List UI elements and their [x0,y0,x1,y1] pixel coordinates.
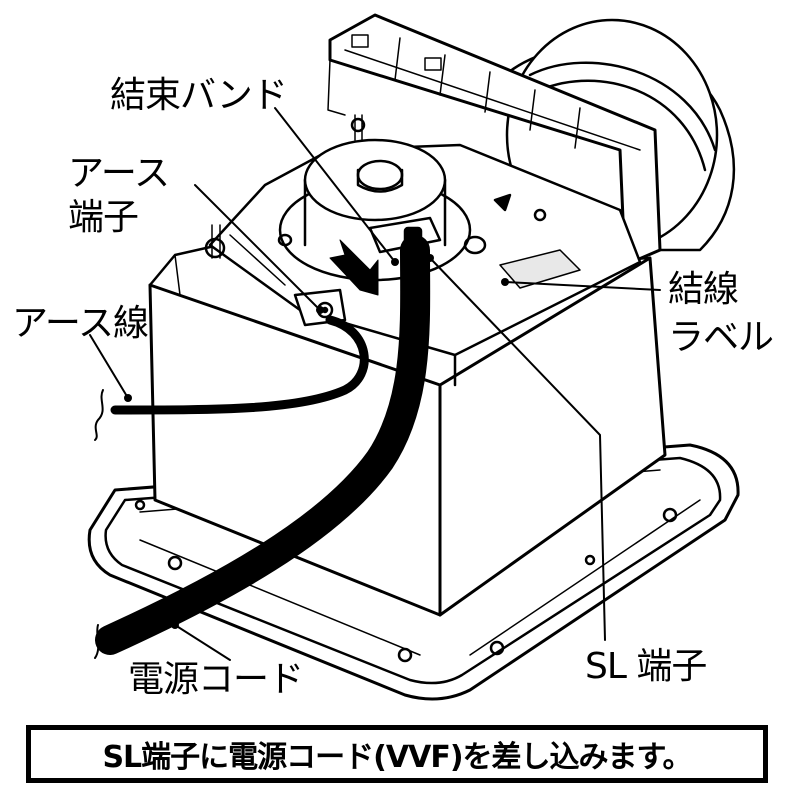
power-cord-end [94,624,100,659]
wiring-label-plate [493,193,581,289]
earth-wire-label: アース線 [12,303,149,344]
instruction-caption-box: SL端子に電源コード(VVF)を差し込みます。 [26,725,768,783]
instruction-caption: SL端子に電源コード(VVF)を差し込みます。 [102,740,692,775]
earth-terminal-label-line2: 端子 [68,197,139,238]
terminal-cover-frame [327,13,662,267]
wiring-label-label-line2: ラベル [668,317,774,358]
earth-wire [110,315,369,415]
power-cord [95,235,431,655]
earth-terminal-label-line1: アース [68,153,170,194]
insert-arrow [329,239,379,296]
wiring-label-label-line1: 結線 [668,269,739,310]
sl-terminal-label: SL 端子 [585,646,707,687]
leader-dots [124,254,509,629]
binding-band-label: 結束バンド [110,75,288,116]
earth-wire-end [94,389,104,441]
leader-lines [89,107,661,661]
power-cord-label: 電源コード [128,659,304,700]
